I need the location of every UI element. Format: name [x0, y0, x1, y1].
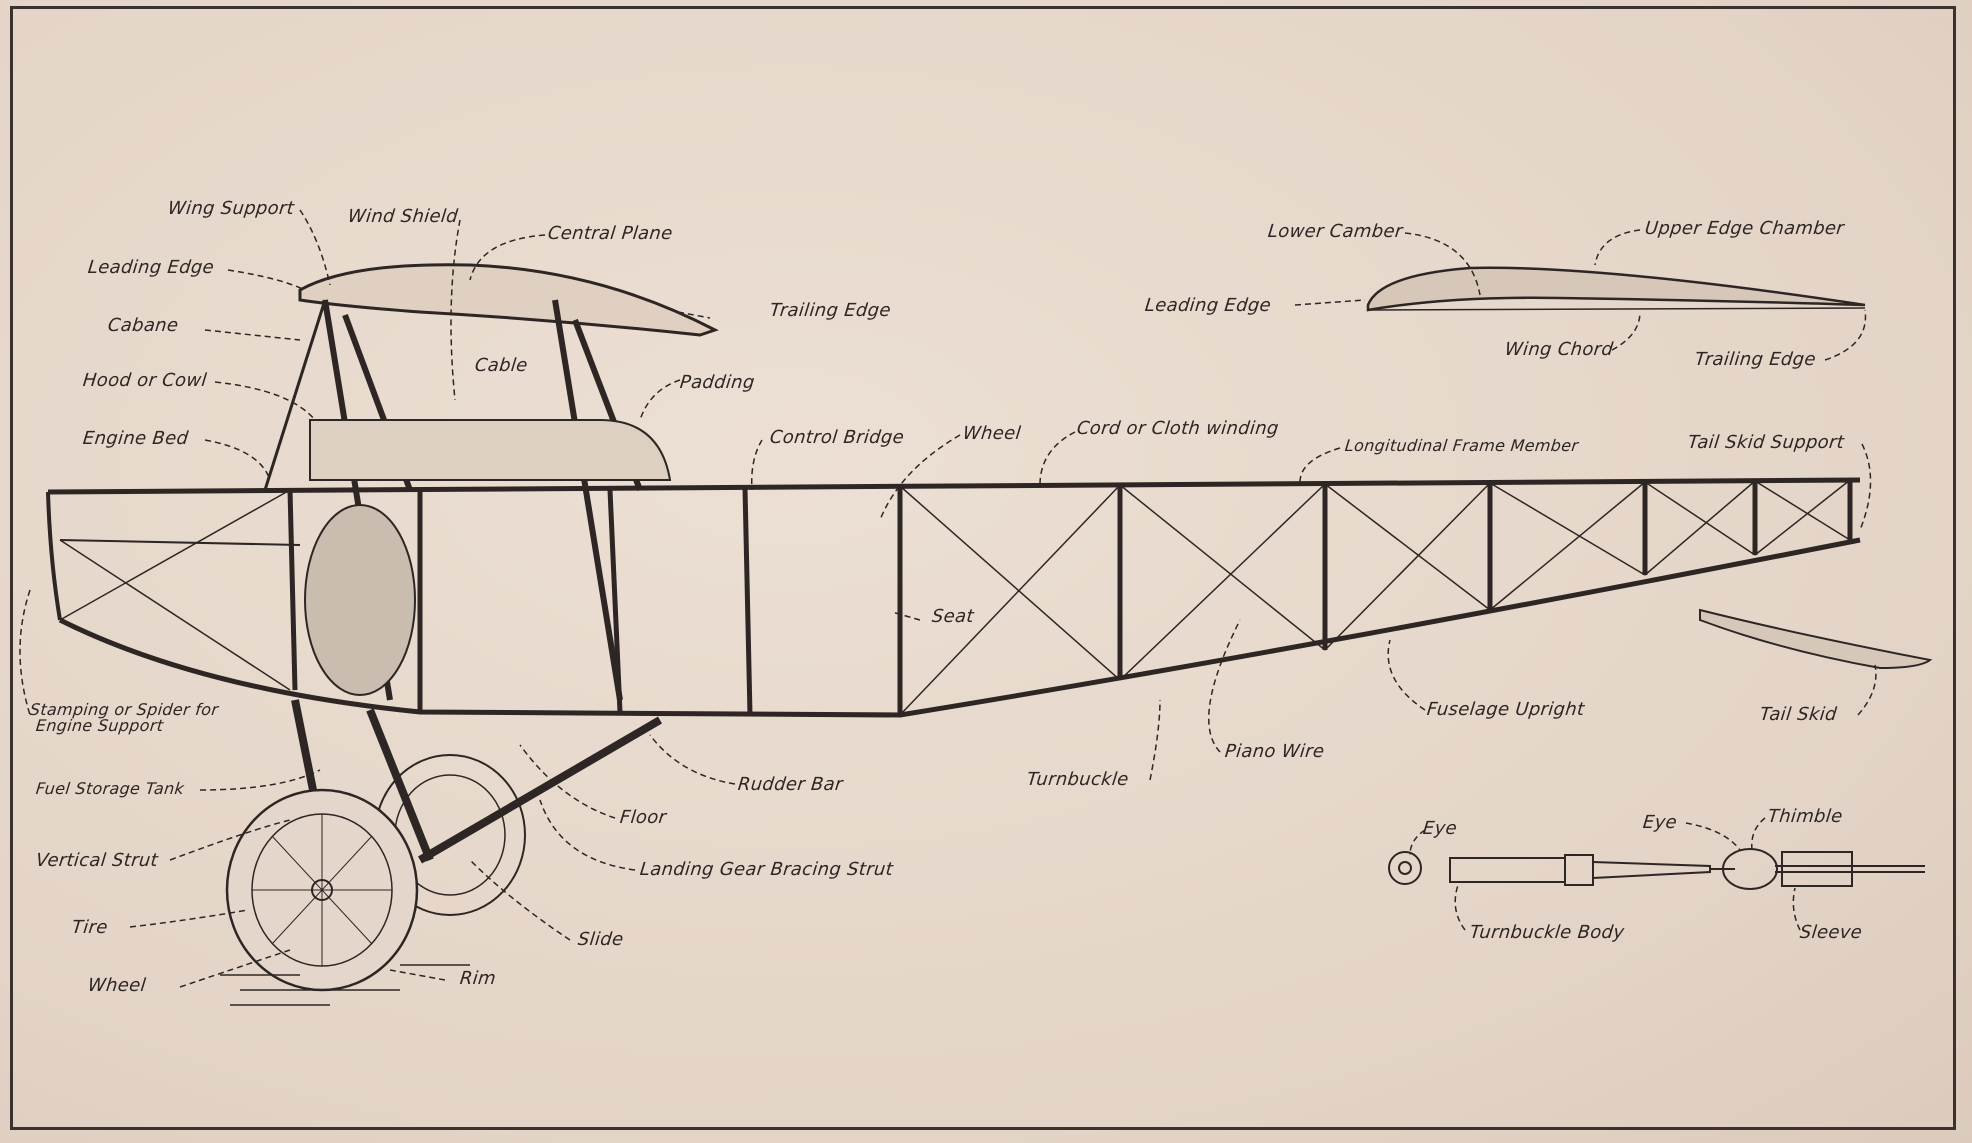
label-turnbuckle-body: Turnbuckle Body — [1468, 922, 1626, 943]
tail-skid — [1699, 608, 1933, 670]
airfoil-section — [1366, 266, 1866, 312]
label-longitudinal-member: Longitudinal Frame Member — [1344, 436, 1580, 455]
label-slide: Slide — [576, 929, 625, 950]
label-central-plane: Central Plane — [546, 223, 674, 244]
label-stamping-line2: Engine Support — [35, 716, 165, 735]
label-wing-support: Wing Support — [166, 198, 296, 219]
label-engine-bed: Engine Bed — [81, 428, 190, 449]
label-leading-edge: Leading Edge — [86, 257, 216, 278]
label-trailing-edge: Trailing Edge — [768, 300, 892, 321]
label-thimble: Thimble — [1766, 806, 1844, 827]
label-tire: Tire — [70, 917, 109, 938]
label-turnbuckle: Turnbuckle — [1025, 769, 1130, 790]
label-hood-or-cowl: Hood or Cowl — [81, 370, 208, 391]
fuselage-top-longeron — [47, 477, 1861, 495]
label-floor: Floor — [618, 807, 668, 828]
fuselage-uprights — [287, 480, 1853, 716]
fuselage-bottom-longeron — [58, 537, 1861, 718]
label-wing-chord: Wing Chord — [1503, 339, 1615, 360]
label-eye-left: Eye — [1421, 818, 1459, 839]
label-eye-right: Eye — [1641, 812, 1679, 833]
page-border — [10, 6, 1956, 1130]
wheels — [225, 754, 526, 992]
wing-chord-line — [1367, 307, 1866, 311]
label-tail-skid: Tail Skid — [1758, 704, 1838, 725]
label-cord-winding: Cord or Cloth winding — [1075, 418, 1280, 439]
label-seat: Seat — [930, 606, 975, 627]
engine-front — [59, 539, 301, 546]
label-stamping-line1: Stamping or Spider for — [29, 700, 220, 719]
label-cable: Cable — [473, 355, 529, 376]
label-piano-wire: Piano Wire — [1223, 741, 1326, 762]
central-plane-wing — [298, 263, 719, 337]
label-wheel-control: Wheel — [961, 423, 1022, 444]
label-fuselage-upright: Fuselage Upright — [1425, 699, 1586, 720]
label-wheel: Wheel — [86, 975, 147, 996]
label-landing-gear-strut: Landing Gear Bracing Strut — [638, 859, 895, 880]
label-padding: Padding — [678, 372, 756, 393]
hood-cowl — [309, 419, 672, 481]
label-airfoil-leading-edge: Leading Edge — [1143, 295, 1273, 316]
label-upper-edge-chamber: Upper Edge Chamber — [1643, 218, 1846, 239]
label-lower-camber: Lower Camber — [1266, 221, 1404, 242]
label-control-bridge: Control Bridge — [768, 427, 906, 448]
bracing-wires — [59, 479, 1851, 716]
label-sleeve: Sleeve — [1798, 922, 1864, 943]
label-airfoil-trailing-edge: Trailing Edge — [1693, 349, 1817, 370]
label-rim: Rim — [458, 968, 498, 989]
fuselage-nose — [46, 491, 62, 621]
ground-shadow — [220, 964, 470, 1006]
engine — [304, 504, 416, 696]
label-wind-shield: Wind Shield — [346, 206, 460, 227]
label-rudder-bar: Rudder Bar — [736, 774, 844, 795]
label-fuel-tank: Fuel Storage Tank — [35, 779, 186, 798]
label-tail-skid-support: Tail Skid Support — [1686, 432, 1846, 453]
leader-lines — [19, 209, 1877, 988]
turnbuckle-detail — [1388, 848, 1925, 890]
label-cabane: Cabane — [106, 315, 180, 336]
label-vertical-strut: Vertical Strut — [34, 850, 160, 871]
